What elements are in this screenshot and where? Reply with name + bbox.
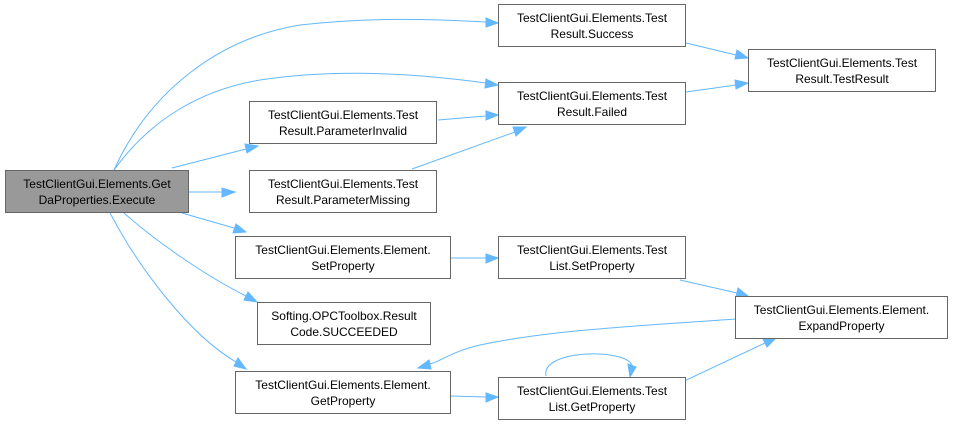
node-label-line2: Result.TestResult bbox=[795, 71, 889, 86]
node-label-line2: Result.Success bbox=[550, 26, 634, 41]
node-label-line1: TestClientGui.Elements.Element. bbox=[753, 302, 930, 317]
arrowhead-listget-expand bbox=[762, 337, 778, 348]
node-label-line1: TestClientGui.Elements.Test bbox=[766, 55, 918, 70]
arrowhead-expand-elemget bbox=[416, 359, 432, 370]
arrowhead-parammissing-failed bbox=[512, 126, 528, 137]
arrowhead-elemset bbox=[232, 223, 248, 234]
node-element-getproperty[interactable]: TestClientGui.Elements.Element.GetProper… bbox=[235, 371, 451, 414]
node-label-line2: Result.ParameterMissing bbox=[275, 192, 411, 207]
node-element-expandproperty[interactable]: TestClientGui.Elements.Element.ExpandPro… bbox=[735, 296, 948, 339]
edge-paraminvalid-to-failed bbox=[437, 115, 487, 121]
node-label-line2: Result.Failed bbox=[556, 104, 628, 119]
edge-root-to-paraminvalid bbox=[171, 148, 247, 169]
node-label-line1: Softing.OPCToolbox.Result bbox=[271, 308, 417, 323]
edge-elemget-to-listget bbox=[450, 395, 487, 398]
edge-listget-to-expand bbox=[679, 342, 766, 384]
node-label-line2: Result.ParameterInvalid bbox=[278, 123, 408, 138]
node-label-line2: GetProperty bbox=[310, 393, 376, 408]
edge-root-to-elemget bbox=[109, 212, 237, 363]
node-label-line1: TestClientGui.Elements.Test bbox=[516, 383, 668, 398]
edge-listget-self-loop bbox=[545, 353, 633, 377]
node-element-setproperty[interactable]: TestClientGui.Elements.Element.SetProper… bbox=[235, 236, 451, 279]
edge-parammissing-to-failed bbox=[411, 131, 516, 170]
node-label-line2: DaProperties.Execute bbox=[38, 192, 156, 207]
edge-expand-to-elemget bbox=[429, 318, 737, 365]
arrowhead-failed-testresult bbox=[734, 79, 750, 90]
arrowhead-success bbox=[485, 17, 500, 28]
node-label-line2: ExpandProperty bbox=[798, 318, 885, 333]
arrowhead-paraminvalid bbox=[244, 143, 260, 154]
edge-root-to-succeeded bbox=[123, 212, 247, 297]
node-label-line1: TestClientGui.Elements.Get bbox=[23, 176, 171, 191]
arrowhead-elemget bbox=[233, 357, 248, 370]
node-label-line1: TestClientGui.Elements.Test bbox=[516, 88, 668, 103]
node-label-line1: TestClientGui.Elements.Test bbox=[267, 176, 419, 191]
arrowhead-succeeded bbox=[243, 291, 259, 303]
arrowhead-elemget-listget bbox=[485, 392, 500, 403]
edge-failed-to-testresult bbox=[685, 84, 737, 93]
arrowhead-failed bbox=[484, 78, 500, 89]
edge-root-to-failed bbox=[113, 72, 487, 171]
edge-root-to-elemset bbox=[181, 212, 235, 229]
node-label-line1: TestClientGui.Elements.Test bbox=[516, 242, 668, 257]
node-label-line2: Code.SUCCEEDED bbox=[290, 324, 398, 339]
node-label-line1: TestClientGui.Elements.Test bbox=[516, 10, 668, 25]
edge-root-to-success bbox=[113, 18, 487, 171]
node-label-line1: TestClientGui.Elements.Element. bbox=[255, 242, 431, 257]
node-label-line2: List.SetProperty bbox=[549, 258, 635, 273]
node-label-line1: TestClientGui.Elements.Test bbox=[267, 107, 419, 122]
node-label-line1: TestClientGui.Elements.Element. bbox=[255, 377, 431, 392]
node-label-line2: List.GetProperty bbox=[548, 399, 636, 414]
edge-success-to-testresult bbox=[685, 42, 737, 56]
edge-listset-to-expand bbox=[679, 279, 738, 294]
node-label-line2: SetProperty bbox=[311, 258, 375, 273]
arrowhead-paraminvalid-failed bbox=[485, 110, 500, 121]
arrowhead-listget-self bbox=[627, 363, 637, 379]
arrowhead-parammissing bbox=[221, 187, 237, 198]
arrowhead-success-testresult bbox=[734, 49, 750, 60]
arrowhead-elemset-listset bbox=[485, 253, 500, 264]
